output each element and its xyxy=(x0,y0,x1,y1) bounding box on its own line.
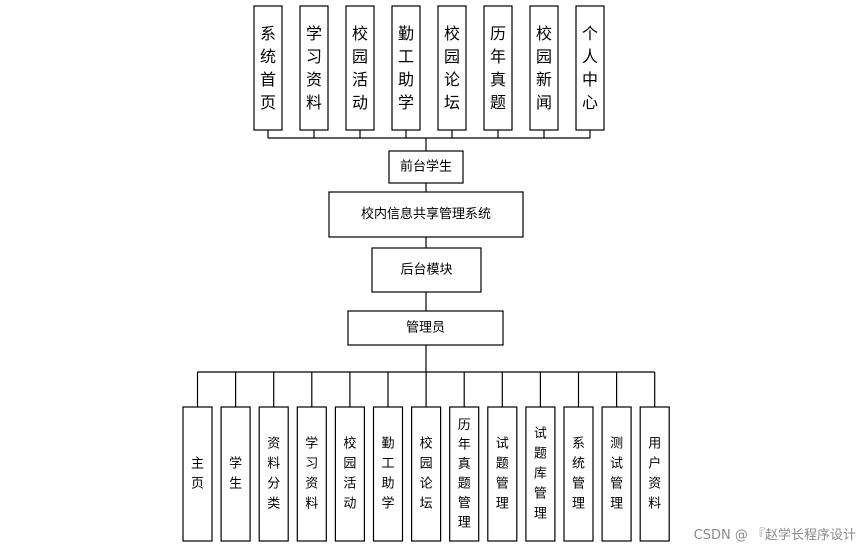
front-module-1: 系统首页 xyxy=(253,5,283,131)
back-module-2: 学生 xyxy=(220,406,251,542)
back-module-3-label: 资料分类 xyxy=(267,437,280,512)
back-module-3: 资料分类 xyxy=(258,406,289,542)
front-module-8-label: 个人中心 xyxy=(582,24,598,112)
back-module-7-label: 校园论坛 xyxy=(420,436,433,512)
back-module-13: 用户资料 xyxy=(639,406,670,542)
back-module-2-frame xyxy=(220,406,251,542)
front-module-8: 个人中心 xyxy=(575,5,605,131)
front-module-6: 历年真题 xyxy=(483,5,513,131)
connector-lines xyxy=(196,130,656,407)
front-module-7-frame xyxy=(529,5,559,131)
back-module-7-frame xyxy=(411,406,442,542)
admin-node: 管理员 xyxy=(347,310,504,346)
front-module-6-label: 历年真题 xyxy=(490,24,506,112)
front-module-3-frame xyxy=(345,5,375,131)
diagram-nodes: 系统首页学习资料校园活动勤工助学校园论坛历年真题校园新闻个人中心前台学生校内信息… xyxy=(182,5,670,542)
back-module-2-label: 学生 xyxy=(229,456,242,492)
back-module-9-frame xyxy=(487,406,518,542)
front-module-4: 勤工助学 xyxy=(391,5,421,131)
back-module-8-label: 历年真题管理 xyxy=(458,418,471,531)
back-module-4-frame xyxy=(296,406,327,542)
front-module-4-label: 勤工助学 xyxy=(398,24,414,112)
back-module-5: 校园活动 xyxy=(334,406,365,542)
front-module-2-label: 学习资料 xyxy=(306,24,322,112)
back-module-1-label: 主页 xyxy=(191,457,204,492)
back-module-8-frame xyxy=(449,406,480,542)
back-module-11-frame xyxy=(563,406,594,542)
csdn-watermark: CSDN @ 『赵学长程序设计 xyxy=(693,528,856,543)
front-module-3-label: 校园活动 xyxy=(352,24,368,112)
system-root-node-frame xyxy=(328,191,524,238)
front-student-node: 前台学生 xyxy=(388,150,464,184)
system-root-node: 校内信息共享管理系统 xyxy=(328,191,524,238)
back-module-5-label: 校园活动 xyxy=(343,436,356,512)
back-module-13-label: 用户资料 xyxy=(648,437,661,512)
back-module-9: 试题管理 xyxy=(487,406,518,542)
front-module-8-frame xyxy=(575,5,605,131)
back-module-5-frame xyxy=(334,406,365,542)
front-module-7: 校园新闻 xyxy=(529,5,559,131)
front-module-1-label: 系统首页 xyxy=(260,24,276,112)
backend-module-node-frame xyxy=(371,247,482,293)
front-module-5-label: 校园论坛 xyxy=(444,24,460,112)
front-student-node-label: 前台学生 xyxy=(400,159,452,175)
front-module-2: 学习资料 xyxy=(299,5,329,131)
back-module-6-label: 勤工助学 xyxy=(381,437,394,512)
back-module-11-label: 系统管理 xyxy=(572,437,585,512)
back-module-10: 试题库管理 xyxy=(525,406,556,542)
back-module-12-frame xyxy=(601,406,632,542)
front-module-2-frame xyxy=(299,5,329,131)
back-module-3-frame xyxy=(258,406,289,542)
front-module-4-frame xyxy=(391,5,421,131)
backend-module-node-label: 后台模块 xyxy=(400,263,452,278)
front-module-1-frame xyxy=(253,5,283,131)
back-module-7: 校园论坛 xyxy=(411,406,442,542)
front-module-3: 校园活动 xyxy=(345,5,375,131)
admin-node-label: 管理员 xyxy=(406,321,445,336)
backend-module-node: 后台模块 xyxy=(371,247,482,293)
back-module-11: 系统管理 xyxy=(563,406,594,542)
back-module-1: 主页 xyxy=(182,406,213,542)
back-module-12-label: 测试管理 xyxy=(610,437,623,512)
back-module-12: 测试管理 xyxy=(601,406,632,542)
front-student-node-frame xyxy=(388,150,464,184)
back-module-4: 学习资料 xyxy=(296,406,327,542)
back-module-9-label: 试题管理 xyxy=(496,437,509,512)
back-module-6: 勤工助学 xyxy=(372,406,404,542)
front-module-5: 校园论坛 xyxy=(437,5,467,131)
back-module-1-frame xyxy=(182,406,213,542)
back-module-10-frame xyxy=(525,406,556,542)
back-module-6-frame xyxy=(372,406,404,542)
system-root-node-label: 校内信息共享管理系统 xyxy=(361,206,491,222)
back-module-8: 历年真题管理 xyxy=(449,406,480,542)
back-module-10-label: 试题库管理 xyxy=(534,427,547,522)
back-module-13-frame xyxy=(639,406,670,542)
front-module-7-label: 校园新闻 xyxy=(536,24,552,112)
back-module-4-label: 学习资料 xyxy=(305,436,318,512)
front-module-6-frame xyxy=(483,5,513,131)
admin-node-frame xyxy=(347,310,504,346)
front-module-5-frame xyxy=(437,5,467,131)
